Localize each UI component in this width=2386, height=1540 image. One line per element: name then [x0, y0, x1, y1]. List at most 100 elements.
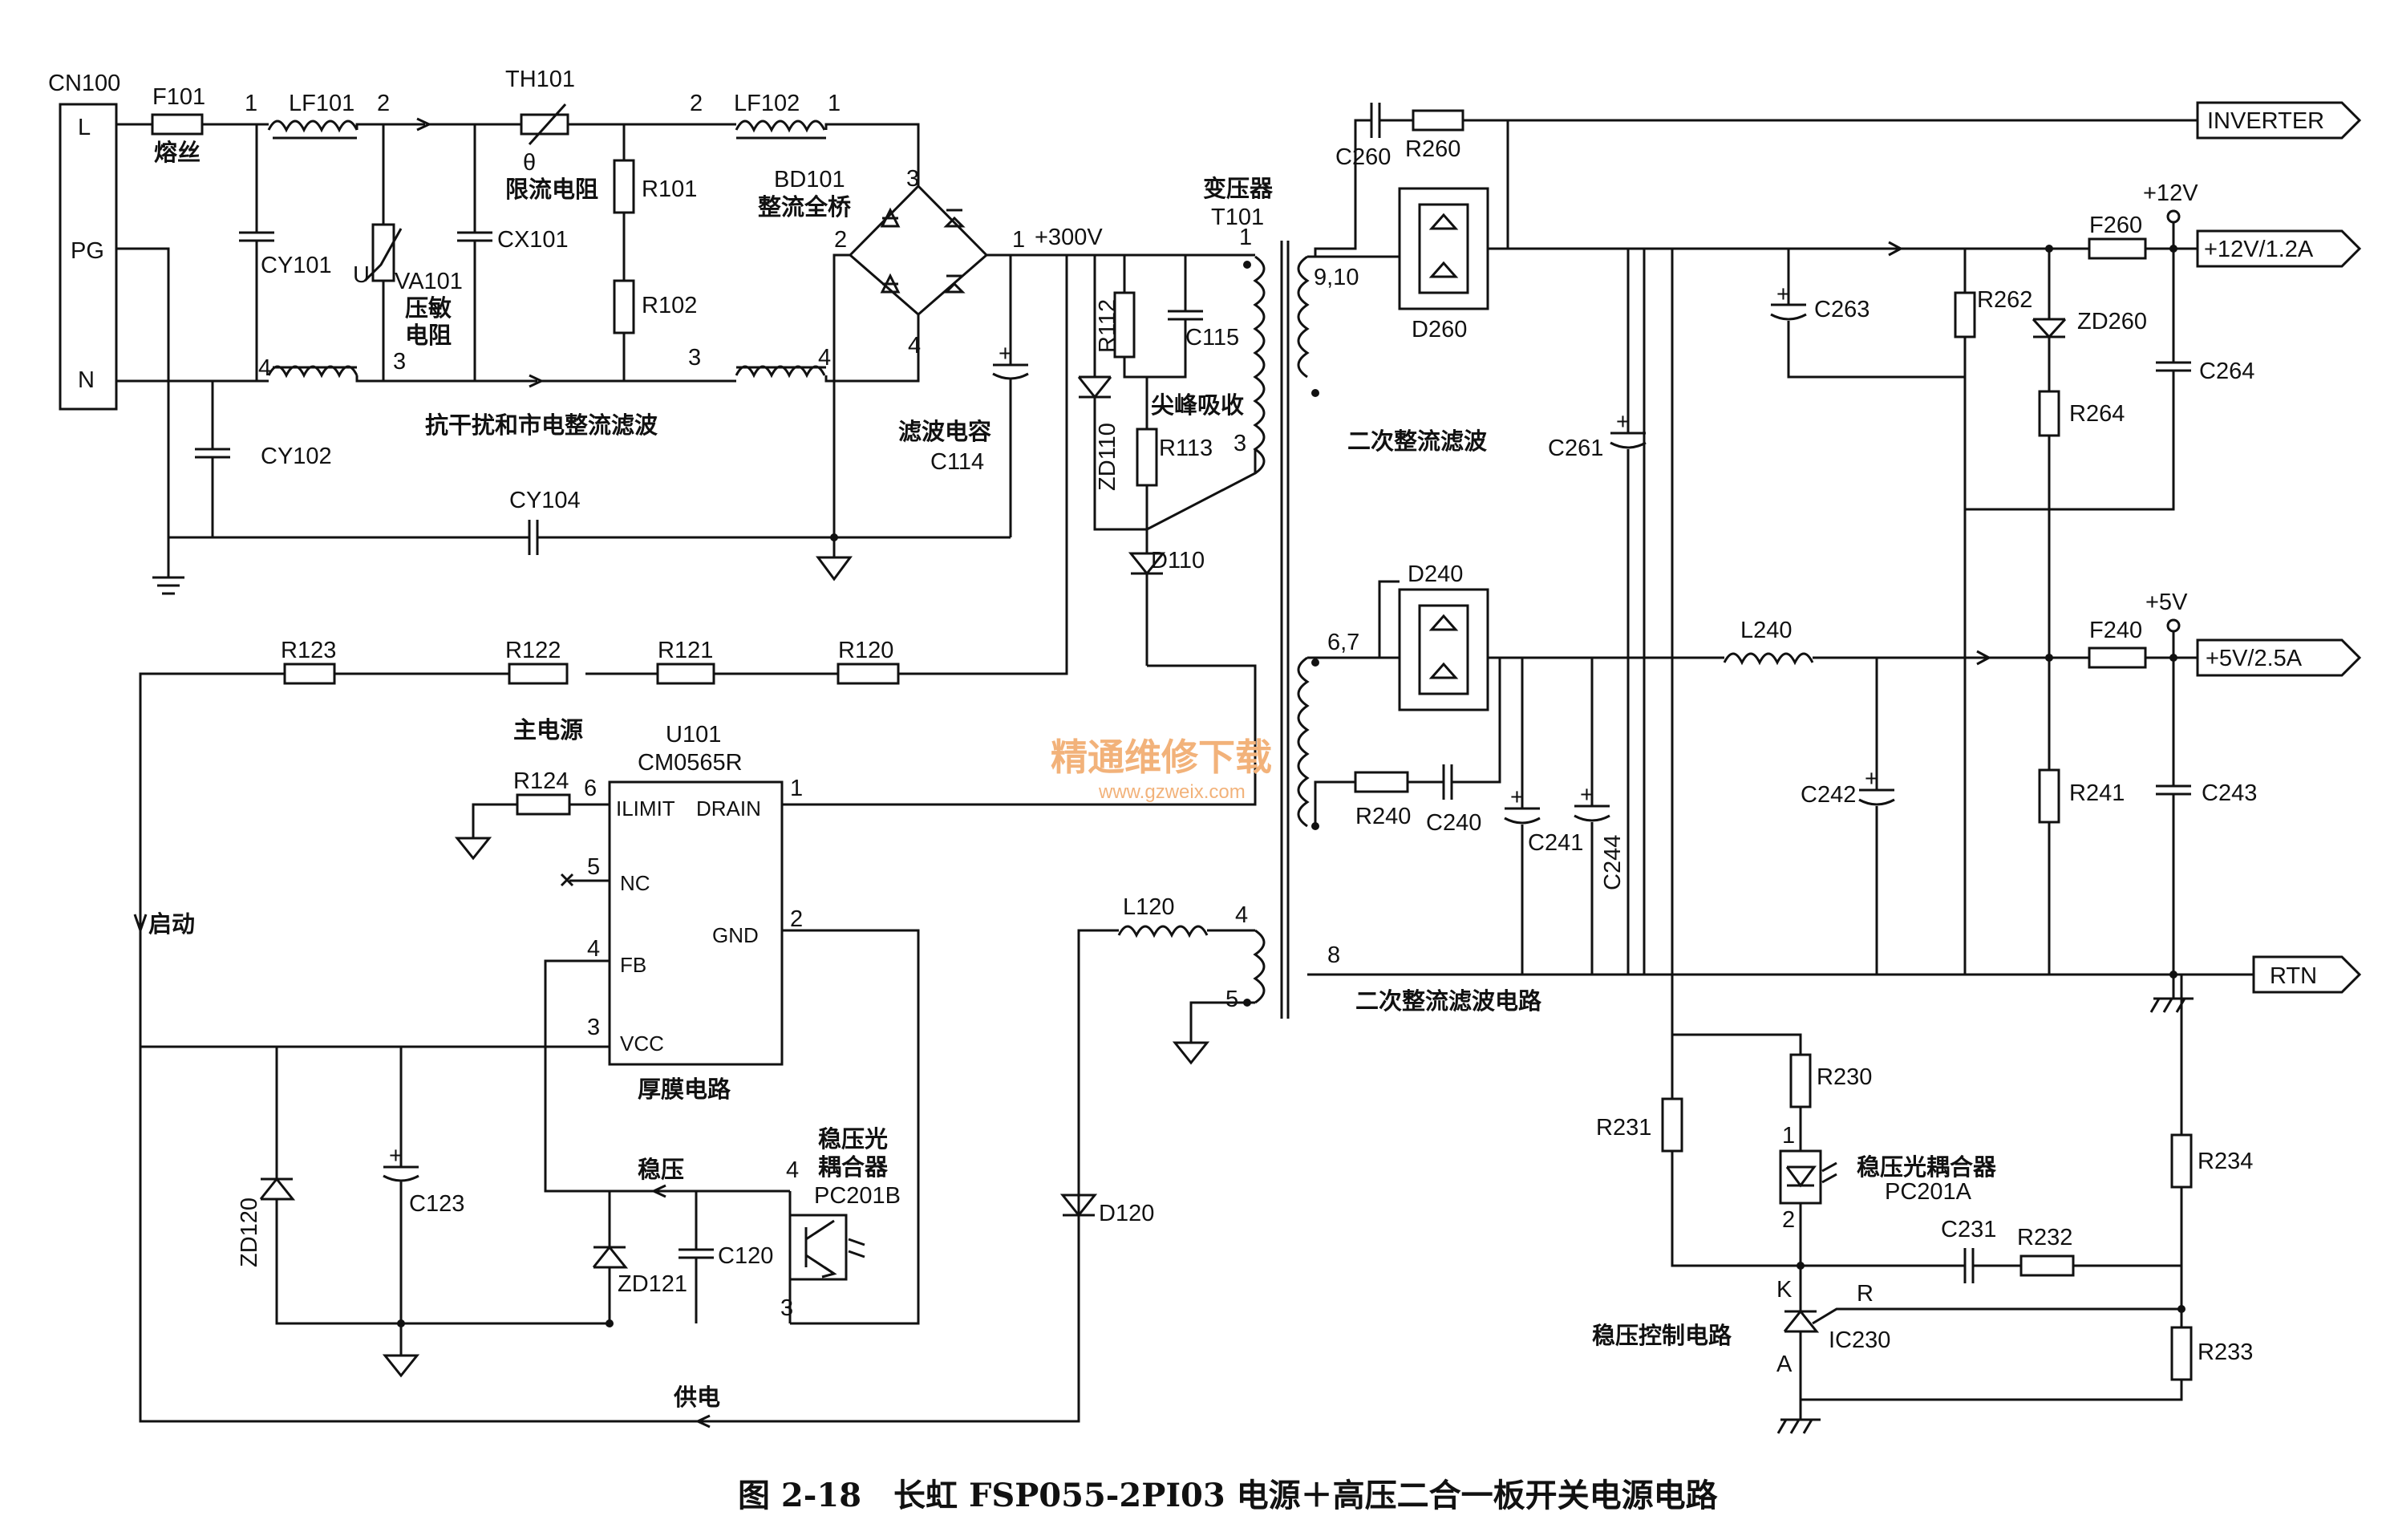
label-300v: +300V — [1035, 225, 1103, 250]
watermark-url: www.gzweix.com — [1098, 781, 1246, 803]
label-r241: R241 — [2069, 780, 2125, 806]
label-pc201b: PC201B — [814, 1183, 901, 1209]
label-c241: C241 — [1528, 830, 1583, 856]
resistor-r120 — [837, 663, 900, 685]
label-12v-out: +12V/1.2A — [2204, 237, 2314, 262]
watermark-cn: 精通维修下载 — [1051, 736, 1272, 779]
diode-d260 — [1398, 187, 1489, 310]
pin-t-3: 3 — [1234, 431, 1246, 456]
label-c120: C120 — [718, 1243, 773, 1269]
label-reg-ctrl: 稳压控制电路 — [1592, 1322, 1732, 1349]
label-r264: R264 — [2069, 401, 2125, 427]
resistor-r233 — [2170, 1326, 2193, 1381]
pin-ilimit: ILIMIT — [616, 796, 675, 821]
fuse-f101 — [151, 113, 204, 136]
label-r120: R120 — [838, 638, 893, 663]
pin-u-6: 6 — [584, 776, 597, 801]
label-c114-desc: 滤波电容 — [898, 418, 991, 445]
label-r260: R260 — [1405, 136, 1460, 162]
label-inverter: INVERTER — [2207, 108, 2324, 134]
label-pc201b-desc1: 稳压光 — [818, 1125, 888, 1153]
c114-plus: + — [999, 341, 1012, 367]
label-a: A — [1776, 1352, 1793, 1377]
label-pc201a-desc: 稳压光耦合器 — [1857, 1153, 1997, 1181]
label-r102: R102 — [642, 293, 697, 318]
pin-t-8: 8 — [1327, 942, 1340, 968]
c241-plus: + — [1510, 784, 1524, 810]
pin-lf102-2: 2 — [690, 91, 703, 116]
pin-nc: NC — [620, 871, 650, 895]
label-c240: C240 — [1426, 810, 1481, 836]
snubber-section: R112 C115 R113 ZD110 D110 尖峰吸收 — [1067, 253, 1257, 666]
label-thick-film: 厚膜电路 — [638, 1076, 731, 1103]
label-r230: R230 — [1817, 1064, 1872, 1090]
label-r101: R101 — [642, 176, 697, 202]
label-c243: C243 — [2202, 780, 2257, 806]
label-va101-desc2: 电阻 — [405, 322, 452, 349]
c123-plus: + — [389, 1143, 403, 1169]
resistor-r230 — [1789, 1053, 1812, 1108]
pin-vcc: VCC — [620, 1031, 664, 1056]
label-f260: F260 — [2089, 213, 2142, 238]
label-va101-desc1: 压敏 — [405, 294, 452, 322]
label-u101: U101 — [666, 722, 721, 748]
pin-pcb-4: 4 — [786, 1157, 799, 1183]
label-p5: +5V — [2145, 590, 2188, 615]
label-r240: R240 — [1355, 804, 1411, 829]
output-rtn — [2252, 955, 2362, 994]
aux-supply: L120 D120 — [1059, 894, 1255, 1421]
pin-t-4: 4 — [1235, 902, 1248, 928]
label-c261: C261 — [1548, 436, 1603, 461]
ic-u101 — [608, 780, 784, 1066]
label-va101: VA101 — [395, 269, 463, 294]
label-t101-desc: 变压器 — [1203, 175, 1274, 202]
label-t101: T101 — [1211, 205, 1264, 230]
c261-plus: + — [1616, 409, 1630, 435]
label-filter-note: 抗干扰和市电整流滤波 — [425, 411, 658, 439]
label-zd120: ZD120 — [237, 1198, 262, 1267]
c263-plus: + — [1776, 282, 1790, 307]
c242-plus: + — [1865, 766, 1878, 792]
figure-caption: 图 2-18 长虹 FSP055-2PI03 电源＋高压二合一板开关电源电路 — [738, 1477, 1719, 1514]
startup-section: R120 R121 R122 R123 启动 供电 — [133, 255, 1080, 1429]
resistor-r101 — [613, 159, 635, 214]
label-c231: C231 — [1941, 1217, 1996, 1242]
secondary-12v: C260 R260 D260 + C261 二次整流滤波 + C263 R262… — [1307, 101, 2362, 975]
label-r234: R234 — [2198, 1149, 2253, 1174]
transformer-t101: 变压器 T101 1 3 4 5 9,10 6,7 8 — [1203, 175, 1359, 1019]
label-r262: R262 — [1977, 287, 2032, 313]
varistor-va101 — [371, 223, 395, 282]
resistor-r231 — [1661, 1097, 1683, 1153]
label-zd110: ZD110 — [1095, 423, 1120, 491]
label-theta: θ — [523, 150, 536, 176]
pin-u-5: 5 — [587, 854, 600, 880]
pin-t-1: 1 — [1239, 225, 1252, 250]
label-p12: +12V — [2143, 180, 2198, 206]
label-zd121: ZD121 — [618, 1271, 687, 1297]
label-cy104: CY104 — [509, 488, 581, 513]
pin-lf101-4: 4 — [258, 355, 271, 381]
label-lf101: LF101 — [289, 91, 354, 116]
label-c242: C242 — [1801, 782, 1856, 808]
pin-lf101-1: 1 — [245, 91, 257, 116]
pin-bd-4: 4 — [908, 333, 921, 359]
resistor-r102 — [613, 279, 635, 334]
pin-pcb-3: 3 — [780, 1295, 793, 1321]
pin-gnd: GND — [712, 923, 759, 947]
pin-fb: FB — [620, 953, 646, 977]
label-r232: R232 — [2017, 1225, 2072, 1250]
resistor-r260 — [1412, 109, 1464, 132]
pin-l: L — [78, 115, 91, 140]
label-d110: D110 — [1151, 548, 1205, 573]
label-lf102: LF102 — [734, 91, 800, 116]
label-cx101: CX101 — [497, 227, 569, 253]
label-r: R — [1857, 1281, 1874, 1307]
resistor-r240 — [1354, 771, 1409, 793]
resistor-r124 — [516, 793, 571, 816]
label-c264: C264 — [2199, 359, 2254, 384]
label-f240: F240 — [2089, 618, 2142, 643]
label-cy102: CY102 — [261, 444, 332, 469]
pin-lf101-3: 3 — [393, 349, 406, 375]
pin-lf102-3: 3 — [688, 345, 701, 371]
label-k: K — [1776, 1277, 1793, 1303]
